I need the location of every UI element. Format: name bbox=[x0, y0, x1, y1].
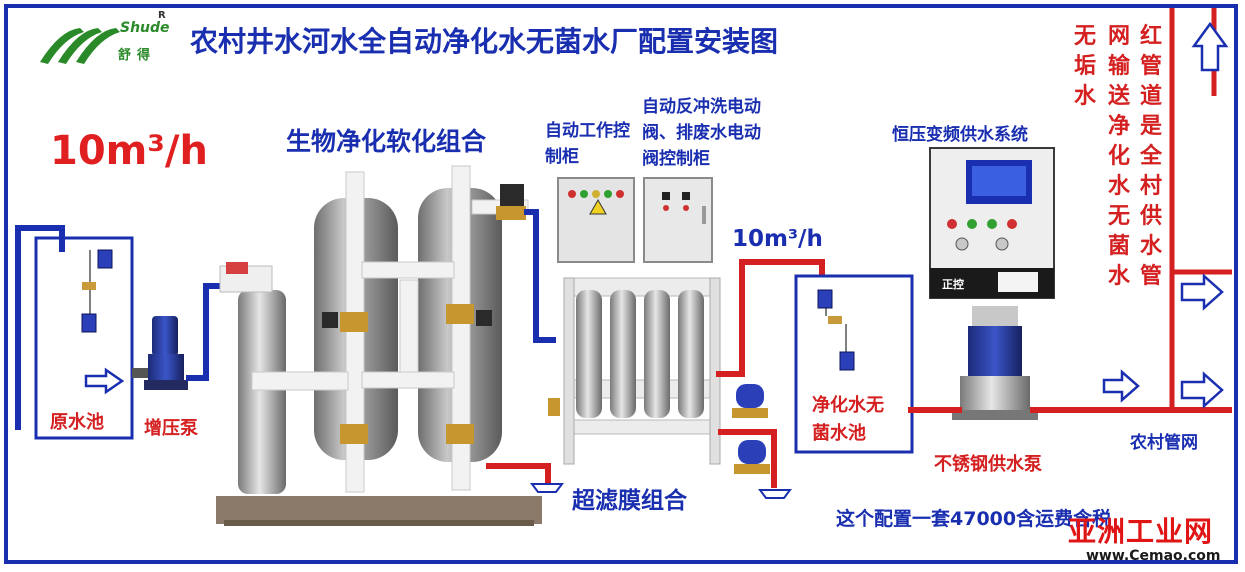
watermark-cn: 亚洲工业网 bbox=[1068, 515, 1214, 548]
label-price-note: 这个配置一套47000含运费含税 bbox=[836, 508, 1112, 530]
auto-control-cabinet bbox=[557, 177, 635, 263]
capacity-main: 10m³/h bbox=[50, 128, 208, 174]
watermark-url: www.Cemao.com bbox=[1086, 548, 1221, 564]
label-rural-network: 农村管网 bbox=[1130, 433, 1198, 453]
bio-to-uf-pipe bbox=[524, 209, 556, 343]
label-clean-pool: 净化水无菌水池 bbox=[812, 395, 884, 444]
label-raw-pool: 原水池 bbox=[50, 412, 104, 433]
label-uf-group: 超滤膜组合 bbox=[572, 488, 687, 514]
booster-pump bbox=[132, 316, 188, 390]
logo-mark bbox=[40, 28, 120, 64]
arrow-right-icon bbox=[1102, 369, 1140, 403]
label-ss-pump: 不锈钢供水泵 bbox=[934, 454, 1042, 475]
arrow-right-icon bbox=[1180, 371, 1224, 409]
arrow-right-icon bbox=[1180, 273, 1224, 311]
vertical-text-col2: 网输送净化水无菌水 bbox=[1107, 24, 1130, 289]
clean-water-pool bbox=[794, 274, 914, 454]
panel-brand: 正控 bbox=[942, 278, 964, 291]
uf-membrane-unit bbox=[548, 277, 721, 465]
label-constant-pressure: 恒压变频供水系统 bbox=[892, 125, 1028, 145]
page-title: 农村井水河水全自动净化水无菌水厂配置安装图 bbox=[190, 25, 779, 58]
bio-softening-unit bbox=[216, 165, 542, 526]
arrow-up-icon bbox=[1191, 21, 1229, 72]
motorized-valves bbox=[732, 384, 770, 474]
pump-outlet-pipe bbox=[186, 283, 236, 381]
label-control-cabinet: 自动工作控制柜 bbox=[545, 121, 630, 167]
uf-to-clean-pipe bbox=[716, 259, 825, 377]
bio-drain-pipe bbox=[486, 463, 551, 484]
inlet-pipe bbox=[15, 225, 65, 430]
uf-drain-cup bbox=[758, 489, 792, 499]
uf-drain-pipe bbox=[718, 429, 777, 488]
label-booster-pump: 增压泵 bbox=[144, 418, 198, 439]
backwash-control-cabinet bbox=[643, 177, 713, 263]
capacity-secondary: 10m³/h bbox=[732, 226, 823, 252]
vertical-text-col1: 无垢水 bbox=[1073, 24, 1096, 109]
raw-water-pool bbox=[34, 236, 134, 440]
label-backwash-cabinet: 自动反冲洗电动阀、排废水电动阀控制柜 bbox=[642, 97, 761, 169]
outer-frame bbox=[4, 4, 1238, 564]
bio-drain-cup bbox=[530, 483, 564, 493]
vertical-text-col3: 红管道是全村供水管 bbox=[1139, 24, 1162, 289]
logo-registered: R bbox=[158, 10, 166, 21]
label-bio-group: 生物净化软化组合 bbox=[286, 127, 487, 156]
stainless-steel-pump bbox=[952, 306, 1038, 420]
constant-pressure-panel bbox=[929, 147, 1055, 299]
logo-cn: 舒得 bbox=[118, 48, 157, 63]
logo-latin: Shude bbox=[120, 20, 170, 36]
